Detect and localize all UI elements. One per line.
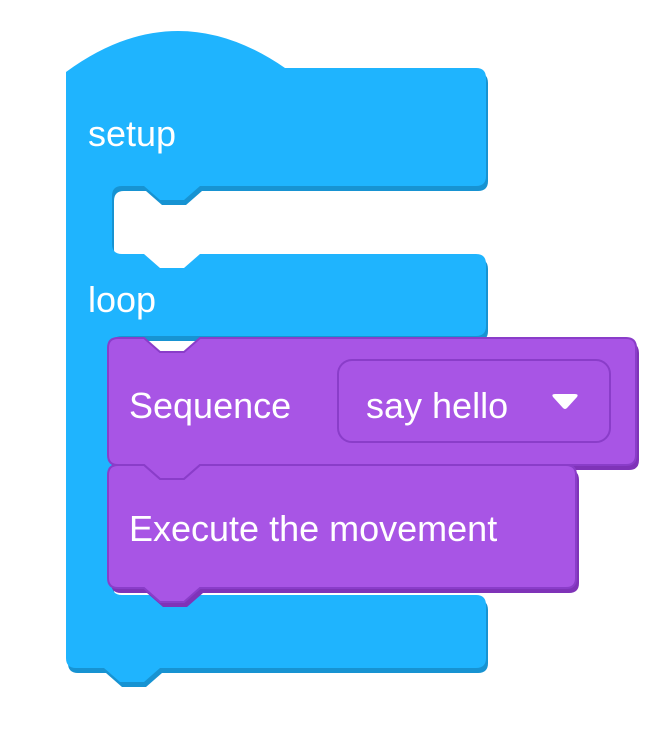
sequence-block[interactable]: Sequence say hello	[107, 337, 639, 484]
sequence-label: Sequence	[129, 385, 291, 426]
sequence-dropdown-box	[337, 359, 611, 443]
sequence-dropdown[interactable]: say hello	[337, 359, 611, 443]
caret-down-icon	[552, 394, 578, 409]
setup-label: setup	[88, 113, 176, 154]
execute-movement-label: Execute the movement	[129, 508, 497, 549]
setup-loop-block[interactable]: setup loop	[66, 30, 488, 687]
setup-loop-block-body	[66, 30, 486, 682]
execute-movement-block[interactable]: Execute the movement	[107, 464, 579, 607]
execute-movement-block-body	[107, 464, 577, 603]
loop-label: loop	[88, 279, 156, 320]
sequence-dropdown-value: say hello	[366, 385, 508, 426]
